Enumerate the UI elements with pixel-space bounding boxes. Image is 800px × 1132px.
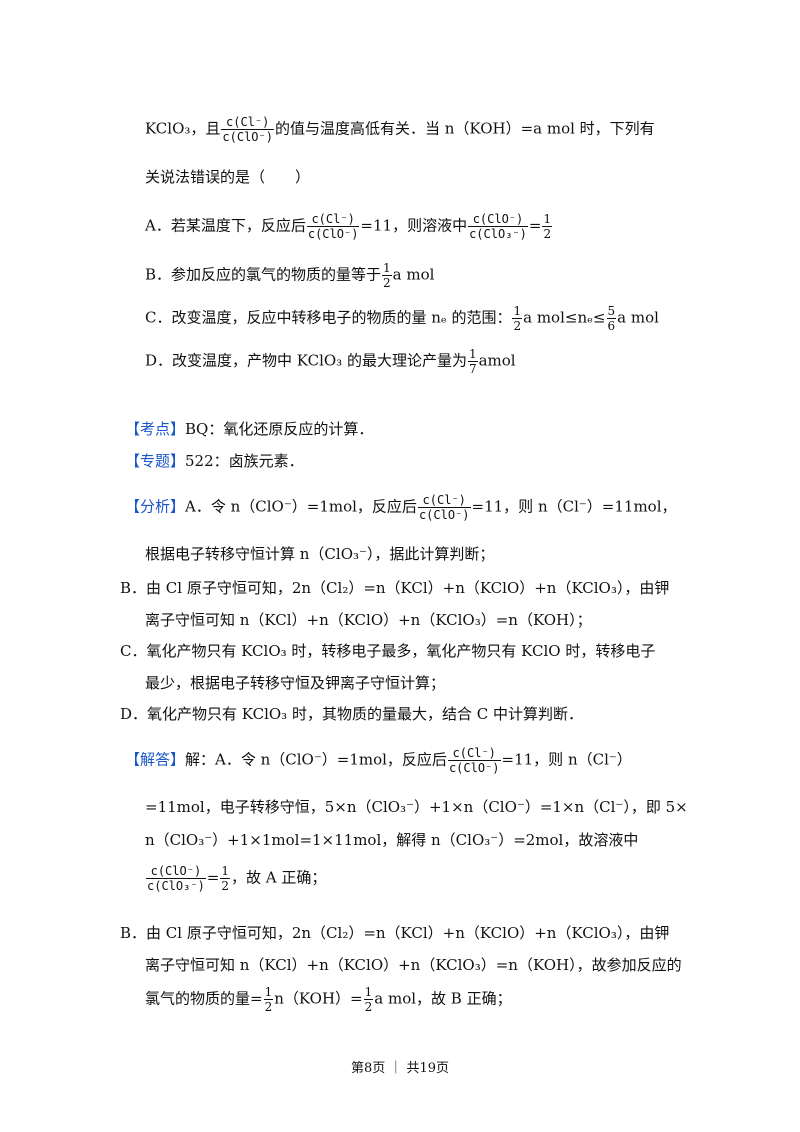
numerator: 1 — [542, 212, 553, 227]
denominator: 2 — [364, 1000, 373, 1014]
solution-line-5: B．由 Cl 原子守恒可知，2n（Cl₂）=n（KCl）+n（KClO）+n（K… — [120, 924, 670, 942]
denominator: c(ClO⁻) — [448, 761, 500, 775]
knowledge-point: 【考点】BQ：氧化还原反应的计算． — [125, 418, 373, 440]
denominator: c(ClO₃⁻) — [147, 879, 205, 893]
text: C．改变温度，反应中转移电子的物质的量 nₑ 的范围： — [145, 308, 512, 327]
numerator: 1 — [220, 864, 231, 879]
numerator: 1 — [512, 304, 523, 319]
text: D．改变温度，产物中 KClO₃ 的最大理论产量为 — [145, 351, 467, 370]
section-tag: 【考点】 — [125, 420, 186, 438]
section-tag: 【专题】 — [125, 452, 186, 470]
numerator: 5 — [606, 304, 617, 319]
fraction-cl-over-clo: c(Cl⁻)c(ClO⁻) — [221, 116, 274, 143]
numerator: 1 — [263, 985, 274, 1000]
denominator: 2 — [543, 227, 552, 241]
numerator: c(ClO⁻) — [468, 213, 528, 227]
denominator: c(ClO⁻) — [222, 130, 273, 144]
text: = — [206, 868, 220, 887]
fraction: c(ClO⁻)c(ClO₃⁻) — [146, 865, 206, 892]
numerator: 1 — [382, 261, 392, 276]
text: a mol≤nₑ≤ — [523, 308, 606, 327]
text: BQ：氧化还原反应的计算． — [185, 420, 374, 438]
text: amol — [478, 351, 516, 370]
section-tag: 【解答】 — [125, 750, 186, 769]
solution-line-3: n（ClO₃⁻）+1×1mol=1×11mol，解得 n（ClO₃⁻）=2mol… — [145, 831, 639, 849]
numerator: c(Cl⁻) — [447, 747, 501, 761]
text: KClO₃，且 — [145, 119, 221, 138]
fraction: c(ClO⁻)c(ClO₃⁻) — [468, 213, 528, 240]
text: =11，则 n（Cl⁻） — [501, 750, 632, 769]
denominator: 2 — [264, 1000, 273, 1014]
analysis-line-7: D．氧化产物只有 KClO₃ 时，其物质的量最大，结合 C 中计算判断． — [120, 705, 583, 723]
fraction: c(Cl⁻)c(ClO⁻) — [306, 213, 360, 241]
text: A．若某温度下，反应后 — [145, 216, 306, 235]
text: 氯气的物质的量= — [145, 989, 263, 1008]
solution-line-2: =11mol，电子转移守恒，5×n（ClO₃⁻）+1×n（ClO⁻）=1×n（C… — [145, 798, 688, 816]
analysis-line-5: C．氧化产物只有 KClO₃ 时，转移电子最多，氧化产物只有 KClO 时，转移… — [120, 642, 656, 660]
text: a mol — [392, 265, 435, 284]
text: = — [528, 216, 542, 235]
text: A．令 n（ClO⁻）=1mol，反应后 — [185, 497, 417, 516]
fraction: c(Cl⁻)c(ClO⁻) — [417, 494, 471, 522]
text: =11，则溶液中 — [360, 216, 468, 235]
text: 解：A．令 n（ClO⁻）=1mol，反应后 — [185, 750, 447, 769]
question-line-2: 关说法错误的是（ ） — [145, 168, 311, 186]
denominator: c(ClO₃⁻) — [469, 227, 527, 241]
section-tag: 【分析】 — [125, 497, 186, 516]
fraction: c(Cl⁻)c(ClO⁻) — [447, 747, 501, 775]
denominator: c(ClO⁻) — [307, 227, 359, 241]
denominator: 7 — [468, 362, 477, 376]
text: n（KOH）= — [274, 989, 363, 1008]
denominator: 6 — [607, 319, 616, 333]
text: ，故 A 正确； — [231, 868, 327, 887]
numerator: c(Cl⁻) — [306, 213, 360, 227]
text: 的值与温度高低有关．当 n（KOH）=a mol 时，下列有 — [274, 119, 655, 138]
denominator: c(ClO⁻) — [418, 508, 470, 522]
numerator: c(ClO⁻) — [146, 865, 206, 879]
text: a mol，故 B 正确； — [374, 989, 512, 1008]
solution-line-6: 离子守恒可知 n（KCl）+n（KClO）+n（KClO₃）=n（KOH），故参… — [145, 956, 682, 974]
analysis-line-4: 离子守恒可知 n（KCl）+n（KClO）+n（KClO₃）=n（KOH）； — [145, 611, 592, 629]
topic: 【专题】522：卤族元素． — [125, 450, 304, 472]
numerator: 1 — [363, 985, 374, 1000]
text: =11，则 n（Cl⁻）=11mol， — [471, 497, 677, 516]
numerator: c(Cl⁻) — [417, 494, 471, 508]
numerator: 1 — [467, 347, 478, 362]
text: a mol — [617, 308, 659, 327]
numerator: c(Cl⁻) — [221, 116, 274, 130]
text: 522：卤族元素． — [185, 452, 304, 470]
denominator: 2 — [383, 276, 391, 290]
analysis-line-2: 根据电子转移守恒计算 n（ClO₃⁻），据此计算判断； — [145, 545, 495, 563]
page-footer: 第8页 ｜ 共19页 — [350, 1061, 450, 1076]
text: B．参加反应的氯气的物质的量等于 — [145, 265, 382, 284]
denominator: 2 — [221, 879, 230, 893]
analysis-line-3: B．由 Cl 原子守恒可知，2n（Cl₂）=n（KCl）+n（KClO）+n（K… — [120, 579, 670, 597]
analysis-line-6: 最少，根据电子转移守恒及钾离子守恒计算； — [145, 674, 446, 692]
denominator: 2 — [513, 319, 522, 333]
